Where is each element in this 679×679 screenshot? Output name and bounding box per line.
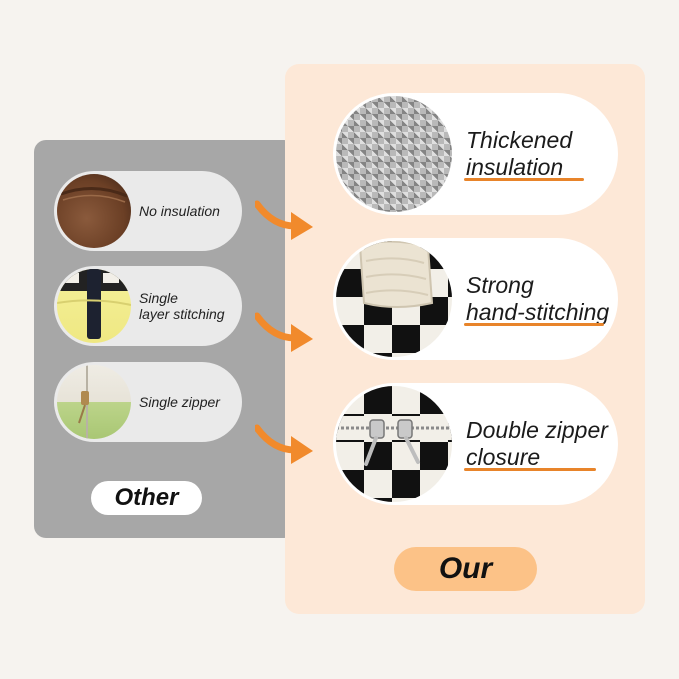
our-item-label: Thickened insulation — [464, 127, 584, 181]
orange-underline — [464, 468, 596, 471]
checkered-stitching-image — [336, 241, 452, 357]
other-item-label: No insulation — [139, 203, 220, 219]
our-item-strong-hand-stitching: Strong hand-stitching — [333, 238, 618, 360]
other-item-no-insulation: No insulation — [54, 171, 242, 251]
arrow-right-icon — [255, 424, 313, 464]
other-item-label: Single zipper — [139, 394, 220, 410]
insulation-mesh-image — [336, 96, 452, 212]
our-item-label: Strong hand-stitching — [464, 272, 610, 326]
our-item-label: Double zipper closure — [464, 417, 608, 471]
yellow-bag-stitching-image — [57, 269, 131, 343]
other-tag: Other — [91, 481, 202, 515]
other-item-single-layer-stitching: Single layer stitching — [54, 266, 242, 346]
single-zipper-image — [57, 365, 131, 439]
arrow-right-icon — [255, 312, 313, 352]
orange-underline — [464, 178, 584, 181]
our-tag: Our — [394, 547, 537, 591]
arrow-right-icon — [255, 200, 313, 240]
brown-leather-image — [57, 174, 131, 248]
other-item-label: Single layer stitching — [139, 290, 225, 322]
our-item-thickened-insulation: Thickened insulation — [333, 93, 618, 215]
orange-underline — [464, 323, 604, 326]
our-item-double-zipper-closure: Double zipper closure — [333, 383, 618, 505]
double-zipper-image — [336, 386, 452, 502]
other-item-single-zipper: Single zipper — [54, 362, 242, 442]
